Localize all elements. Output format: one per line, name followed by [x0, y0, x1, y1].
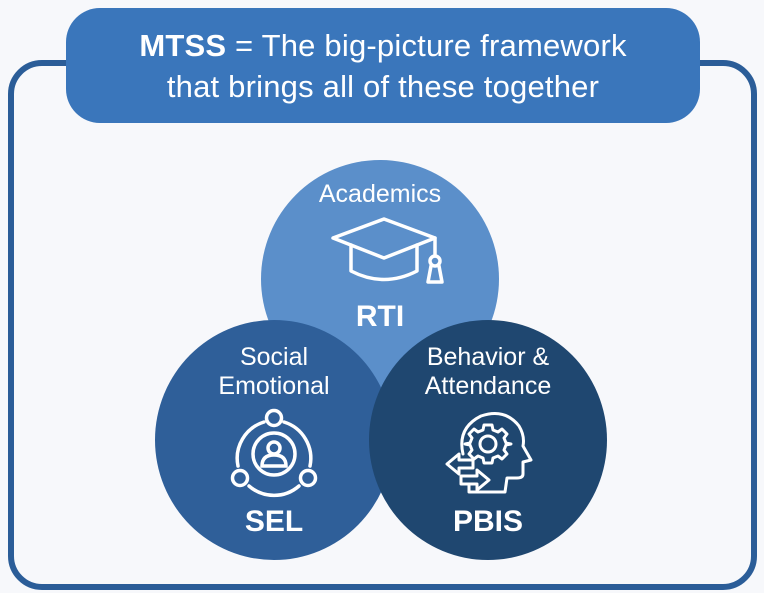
title-rest: = The big-picture framework — [226, 27, 627, 63]
label-line: Attendance — [424, 372, 552, 400]
title-line-1: MTSS = The big-picture framework — [139, 25, 626, 66]
label-line: Behavior & — [426, 343, 550, 371]
graduation-cap-icon — [331, 217, 444, 284]
circle-sel-acronym: SEL — [244, 505, 304, 538]
label-line: Academics — [318, 180, 442, 208]
circle-pbis: Behavior & Attendance PBIS — [369, 320, 607, 560]
circle-pbis-acronym: PBIS — [452, 505, 524, 538]
label-line: Emotional — [218, 372, 330, 400]
head-gear-arrows-icon — [445, 412, 533, 494]
title-mtss: MTSS — [139, 27, 227, 63]
circle-rti-label: Academics — [261, 180, 499, 209]
label-line: Social — [239, 343, 309, 371]
person-network-icon — [230, 408, 318, 498]
circle-sel-label: Social Emotional — [155, 343, 393, 401]
title-line-2: that brings all of these together — [166, 68, 600, 104]
circle-pbis-label: Behavior & Attendance — [369, 343, 607, 401]
circle-rti-acronym: RTI — [355, 300, 405, 333]
title-banner: MTSS = The big-picture framework that br… — [66, 8, 700, 123]
circle-sel: Social Emotional SEL — [155, 320, 393, 560]
